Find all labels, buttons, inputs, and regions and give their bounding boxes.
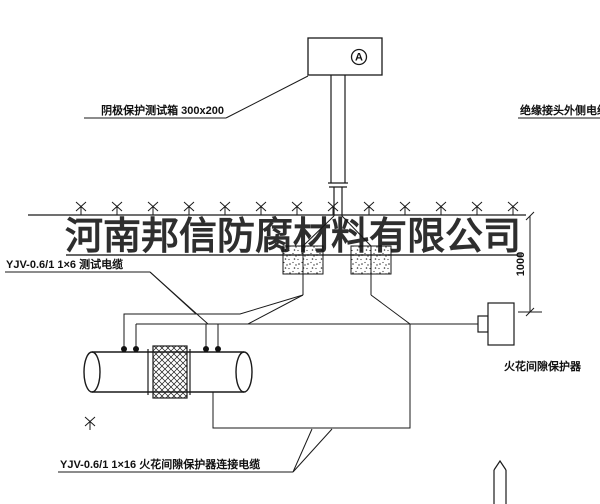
weld-dot [133,346,139,352]
ground-mark [255,201,267,216]
dimension-tick-top [525,211,535,221]
ground-mark [471,201,483,216]
test-box-outline [307,37,383,76]
pipe-end-right [235,351,253,393]
spark-gap-device [477,302,515,346]
weld-dot [121,346,127,352]
bottomcable-leader-2 [292,428,333,473]
weld-dot [203,346,209,352]
bottom-cable-label: YJV-0.6/1 1×16 火花间隙保护器连接电缆 [60,457,260,471]
test-box-label: 阴极保护测试箱 300x200 [101,103,224,117]
top-right-label: 绝缘接头外侧电缆 [520,103,600,117]
spark-gap-label: 火花间隙保护器 [504,359,582,373]
meter-letter: A [355,52,363,64]
ground-mark [327,201,339,216]
cable-weld-dots [121,346,221,352]
bottomcable-leader-1 [292,428,313,473]
pipe-end-left [83,351,101,393]
insulating-joint [152,345,188,399]
riser-conduit [328,75,348,216]
testcable-leader-2 [149,271,209,325]
ground-mark [84,416,96,431]
test-cable-label: YJV-0.6/1 1×6 测试电缆 [6,257,123,271]
dimension-1000 [518,211,542,317]
ground-mark [183,201,195,216]
ground-mark [111,201,123,216]
ground-mark [435,201,447,216]
ground-mark [507,201,519,216]
pipe-break-symbol [493,459,507,504]
cable-runs [123,215,478,429]
cable-left-drop [302,215,335,295]
sparkgap-connection-cable [212,324,411,429]
pipeline [83,345,253,399]
watermark-text: 河南邦信防腐材料有限公司 [65,216,521,258]
ground-mark [147,201,159,216]
ground-mark [219,201,231,216]
ground-mark [75,201,87,216]
cable-run-lower-left [136,294,304,325]
spark-gap-body [487,302,515,346]
testbox-leader [225,75,309,119]
ground-mark [291,201,303,216]
cable-right-diagonal [370,294,411,325]
cable-right-drop [341,215,372,295]
ground-mark [363,201,375,216]
test-meter-box [307,37,383,76]
meter-circle [350,48,368,66]
dimension-text: 1000 [515,252,527,276]
weld-dot [215,346,221,352]
ground-mark [399,201,411,216]
spark-gap-connector [477,315,489,333]
leader-lines [5,75,600,473]
cable-run-upper [123,294,304,347]
